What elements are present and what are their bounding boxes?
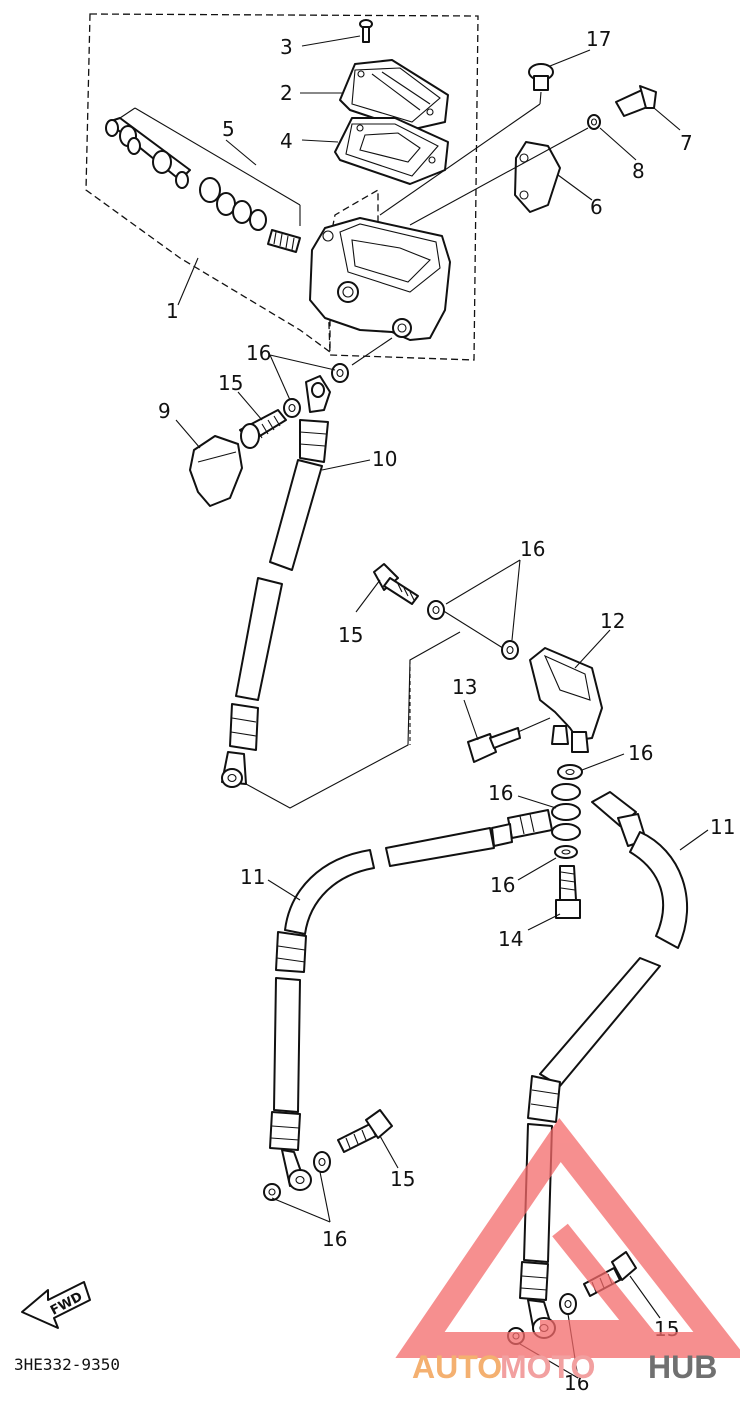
callout-10: 10 — [372, 447, 397, 471]
bracket-bolt — [467, 717, 551, 763]
callout-6: 6 — [590, 195, 603, 219]
diagram-code: 3HE332-9350 — [14, 1355, 120, 1374]
reservoir-cap — [339, 59, 449, 131]
copper-washer-2 — [331, 363, 349, 383]
callout-16d: 16 — [488, 781, 513, 805]
banjo-cover — [189, 435, 243, 507]
three-way-joint — [551, 764, 583, 919]
copper-washer-3 — [427, 600, 445, 620]
copper-washer-4 — [501, 640, 519, 660]
callout-3: 3 — [280, 35, 293, 59]
callout-4: 4 — [280, 129, 293, 153]
watermark-auto: AUTO — [412, 1349, 502, 1385]
copper-washer-7 — [559, 1293, 577, 1315]
forward-arrow: FWD — [21, 1281, 91, 1329]
callout-16f: 16 — [322, 1227, 347, 1251]
callout-2: 2 — [280, 81, 293, 105]
callout-7: 7 — [680, 131, 693, 155]
callout-16c: 16 — [628, 741, 653, 765]
callout-9: 9 — [158, 399, 171, 423]
callout-11b: 11 — [710, 815, 735, 839]
watermark-hub: HUB — [648, 1349, 717, 1385]
callout-8: 8 — [632, 159, 645, 183]
callout-5: 5 — [222, 117, 235, 141]
diaphragm — [334, 117, 449, 185]
cap-screw — [359, 19, 373, 43]
copper-washer-1 — [283, 398, 301, 418]
banjo-bolt-upper — [239, 409, 287, 449]
callout-14: 14 — [498, 927, 523, 951]
callout-11a: 11 — [240, 865, 265, 889]
master-cylinder-body — [309, 217, 451, 341]
callout-15c: 15 — [390, 1167, 415, 1191]
watermark-text: AUTO MOTO HUB — [412, 1349, 717, 1385]
callout-1: 1 — [166, 299, 179, 323]
copper-washer-6 — [263, 1183, 281, 1201]
callout-17: 17 — [586, 27, 611, 51]
callout-15b: 15 — [338, 623, 363, 647]
callout-15a: 15 — [218, 371, 243, 395]
callout-16b: 16 — [520, 537, 545, 561]
callout-16e: 16 — [490, 873, 515, 897]
hose-joint-bracket — [529, 647, 603, 753]
callout-16a: 16 — [246, 341, 271, 365]
piston-kit — [105, 107, 301, 253]
copper-washer-5 — [313, 1151, 331, 1173]
holder-bolt — [615, 85, 657, 117]
master-cylinder-holder — [514, 141, 561, 213]
brake-hose-lower-left — [269, 809, 553, 1191]
callout-13: 13 — [452, 675, 477, 699]
watermark-moto: MOTO — [500, 1349, 595, 1385]
callout-labels: 3 2 4 5 1 17 7 8 6 16 15 9 10 16 15 12 1… — [158, 27, 735, 1395]
rubber-plug — [528, 63, 554, 91]
holder-washer — [587, 114, 601, 130]
watermark-logo — [395, 1117, 740, 1358]
banjo-bolt-lower-left — [337, 1109, 393, 1153]
banjo-bolt-middle — [373, 563, 419, 605]
brake-hose-upper — [221, 375, 331, 788]
callout-16g: 16 — [564, 1371, 589, 1395]
callout-12: 12 — [600, 609, 625, 633]
